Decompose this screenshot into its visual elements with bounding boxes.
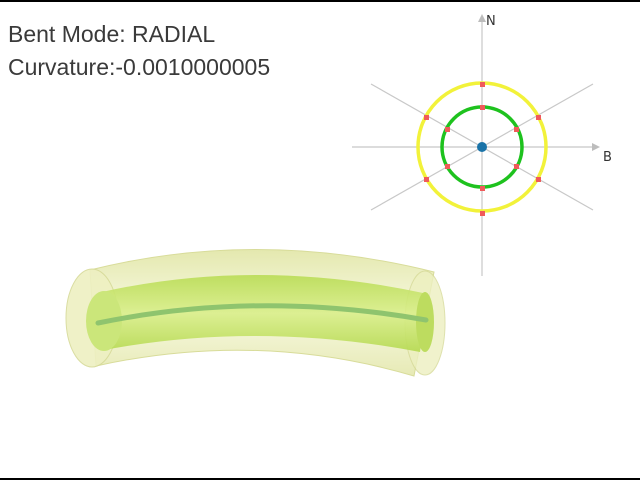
sample-point (536, 115, 541, 120)
bent-mode-value: RADIAL (132, 21, 216, 47)
n-axis-arrowhead (478, 14, 486, 22)
sample-point (424, 115, 429, 120)
sample-point (480, 105, 485, 110)
sample-point (514, 164, 519, 169)
sample-point (445, 164, 450, 169)
curvature-value: -0.0010000005 (115, 54, 271, 80)
sample-point (480, 211, 485, 216)
center-point (477, 142, 487, 152)
curvature-row: Curvature:-0.0010000005 (8, 51, 270, 84)
inner-tube (102, 274, 428, 352)
sample-point (424, 177, 429, 182)
sample-point (480, 82, 485, 87)
curvature-label: Curvature: (8, 54, 116, 80)
status-overlay: Bent Mode: RADIAL Curvature:-0.001000000… (8, 18, 270, 84)
tube-centerline (95, 303, 429, 326)
top-border (0, 0, 640, 2)
bent-mode-row: Bent Mode: RADIAL (8, 18, 270, 51)
n-axis-label: N (486, 14, 496, 29)
sample-point (445, 127, 450, 132)
bottom-border (0, 478, 640, 480)
b-axis-label: B (603, 150, 612, 165)
bent-mode-label: Bent Mode: (8, 21, 126, 47)
sample-point (480, 186, 485, 191)
b-axis-arrowhead (592, 143, 600, 151)
sample-point (536, 177, 541, 182)
sample-point (514, 127, 519, 132)
sample-points (424, 82, 541, 216)
